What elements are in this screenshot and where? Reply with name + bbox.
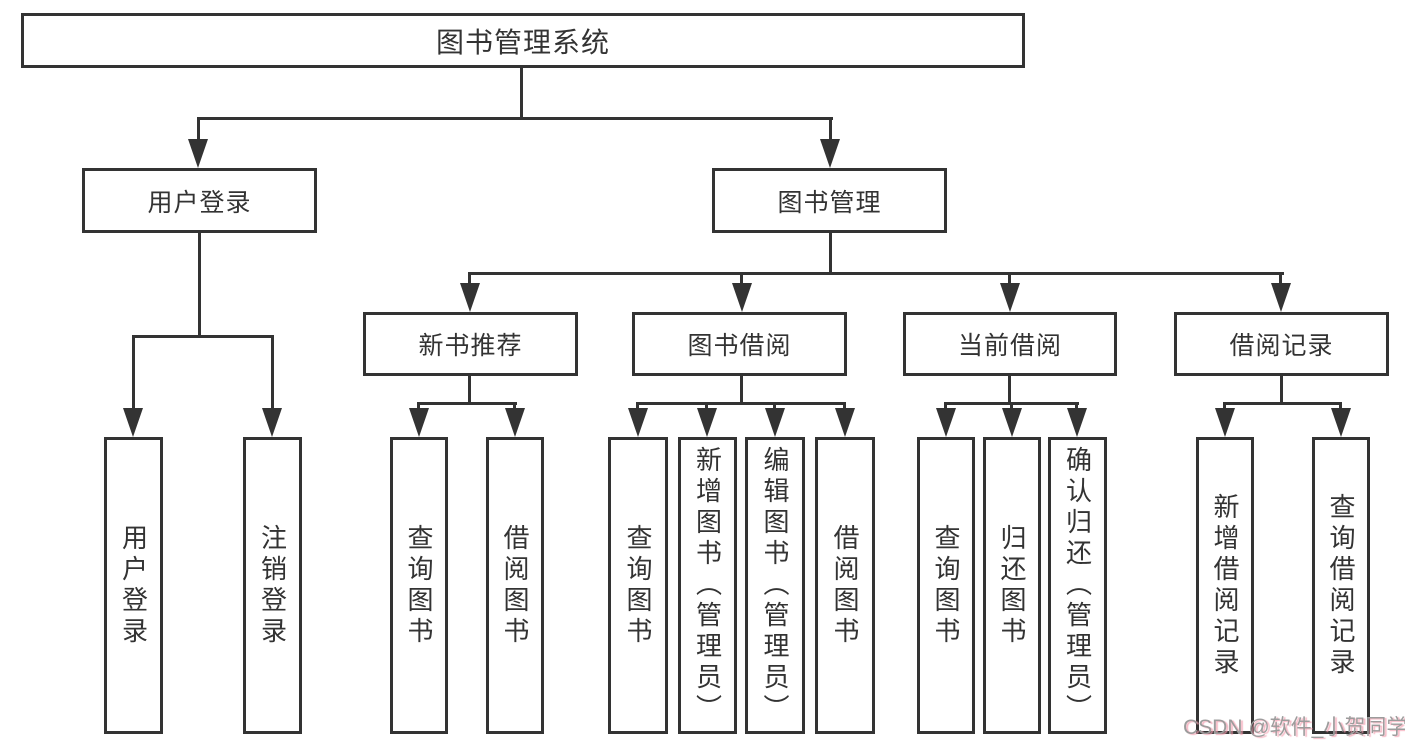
leaf-add-book-admin-label: 新增图书（管理员） [692, 446, 723, 725]
connector-line [705, 402, 708, 410]
leaf-edit-book-admin: 编辑图书（管理员） [745, 437, 805, 734]
connector-line [1010, 402, 1013, 410]
arrow-down-icon [732, 283, 752, 312]
node-root-system: 图书管理系统 [21, 13, 1025, 68]
leaf-query-borrow-record-label: 查询借阅记录 [1326, 492, 1356, 679]
leaf-add-borrow-record: 新增借阅记录 [1196, 437, 1254, 734]
arrow-down-icon [1271, 283, 1291, 312]
arrow-down-icon [820, 139, 840, 168]
leaf-logout: 注销登录 [243, 437, 302, 734]
leaf-user-login: 用户登录 [104, 437, 163, 734]
arrow-down-icon [505, 408, 525, 437]
leaf-borrow-books-recommend: 借阅图书 [486, 437, 544, 734]
arrow-down-icon [1215, 408, 1235, 437]
node-new-book-recommend-label: 新书推荐 [418, 332, 523, 360]
connector-line [197, 117, 833, 120]
connector-line [636, 402, 846, 405]
arrow-down-icon [628, 408, 648, 437]
node-current-borrowing: 当前借阅 [903, 312, 1117, 376]
connector-line [944, 402, 947, 410]
node-new-book-recommend: 新书推荐 [363, 312, 578, 376]
leaf-add-book-admin: 新增图书（管理员） [678, 437, 737, 734]
connector-line [417, 402, 517, 405]
connector-line [132, 335, 135, 410]
node-borrow-records: 借阅记录 [1174, 312, 1389, 376]
leaf-query-books-recommend: 查询图书 [390, 437, 448, 734]
connector-line [197, 117, 200, 145]
leaf-borrow-books-borrowing-label: 借阅图书 [830, 523, 860, 648]
node-book-management-label: 图书管理 [777, 188, 882, 217]
connector-line [773, 402, 776, 410]
node-book-management: 图书管理 [712, 168, 947, 233]
connector-line [198, 233, 201, 337]
node-book-borrowing: 图书借阅 [632, 312, 847, 376]
connector-line [1223, 402, 1226, 410]
arrow-down-icon [188, 139, 208, 168]
connector-line [520, 68, 523, 118]
connector-line [1279, 272, 1282, 285]
leaf-user-login-label: 用户登录 [118, 523, 149, 648]
arrow-down-icon [1331, 408, 1351, 437]
arrow-down-icon [1067, 408, 1087, 437]
leaf-query-books-borrowing: 查询图书 [608, 437, 668, 734]
node-current-borrowing-label: 当前借阅 [957, 332, 1062, 360]
connector-line [271, 335, 274, 410]
arrow-down-icon [697, 408, 717, 437]
leaf-confirm-return-admin: 确认归还（管理员） [1048, 437, 1107, 734]
leaf-borrow-books-borrowing: 借阅图书 [815, 437, 875, 734]
connector-line [829, 233, 832, 274]
leaf-add-borrow-record-label: 新增借阅记录 [1210, 492, 1240, 679]
leaf-edit-book-admin-label: 编辑图书（管理员） [760, 446, 790, 725]
connector-line [1339, 402, 1342, 410]
connector-line [843, 402, 846, 410]
leaf-query-borrow-record: 查询借阅记录 [1312, 437, 1370, 734]
node-user-login-label: 用户登录 [147, 188, 252, 217]
node-book-borrowing-label: 图书借阅 [687, 332, 792, 360]
connector-line [1223, 402, 1342, 405]
node-user-login: 用户登录 [82, 168, 317, 233]
leaf-query-books-borrowing-label: 查询图书 [623, 523, 653, 648]
connector-line [1008, 376, 1011, 404]
arrow-down-icon [1000, 283, 1020, 312]
connector-line [1075, 402, 1078, 410]
connector-line [417, 402, 420, 410]
leaf-confirm-return-admin-label: 确认归还（管理员） [1062, 446, 1093, 725]
leaf-query-books-current-label: 查询图书 [931, 523, 961, 648]
leaf-borrow-books-recommend-label: 借阅图书 [500, 523, 530, 648]
connector-line [1008, 272, 1011, 285]
arrow-down-icon [936, 408, 956, 437]
connector-line [468, 272, 1284, 275]
arrow-down-icon [460, 283, 480, 312]
connector-line [468, 376, 471, 404]
connector-line [740, 376, 743, 404]
arrow-down-icon [765, 408, 785, 437]
leaf-logout-label: 注销登录 [257, 523, 288, 648]
connector-line [468, 272, 471, 285]
leaf-query-books-recommend-label: 查询图书 [404, 523, 434, 648]
connector-line [1280, 376, 1283, 404]
arrow-down-icon [409, 408, 429, 437]
node-borrow-records-label: 借阅记录 [1229, 332, 1334, 360]
node-root-label: 图书管理系统 [435, 26, 610, 58]
connector-line [636, 402, 639, 410]
connector-line [829, 117, 832, 145]
leaf-return-book-label: 归还图书 [997, 523, 1027, 648]
leaf-query-books-current: 查询图书 [917, 437, 975, 734]
csdn-watermark: CSDN @软件_小贺同学 [1183, 716, 1405, 739]
arrow-down-icon [123, 408, 143, 437]
arrow-down-icon [262, 408, 282, 437]
leaf-return-book: 归还图书 [983, 437, 1041, 734]
connector-line [740, 272, 743, 285]
arrow-down-icon [1002, 408, 1022, 437]
arrow-down-icon [835, 408, 855, 437]
connector-line [513, 402, 516, 410]
connector-line [132, 335, 274, 338]
